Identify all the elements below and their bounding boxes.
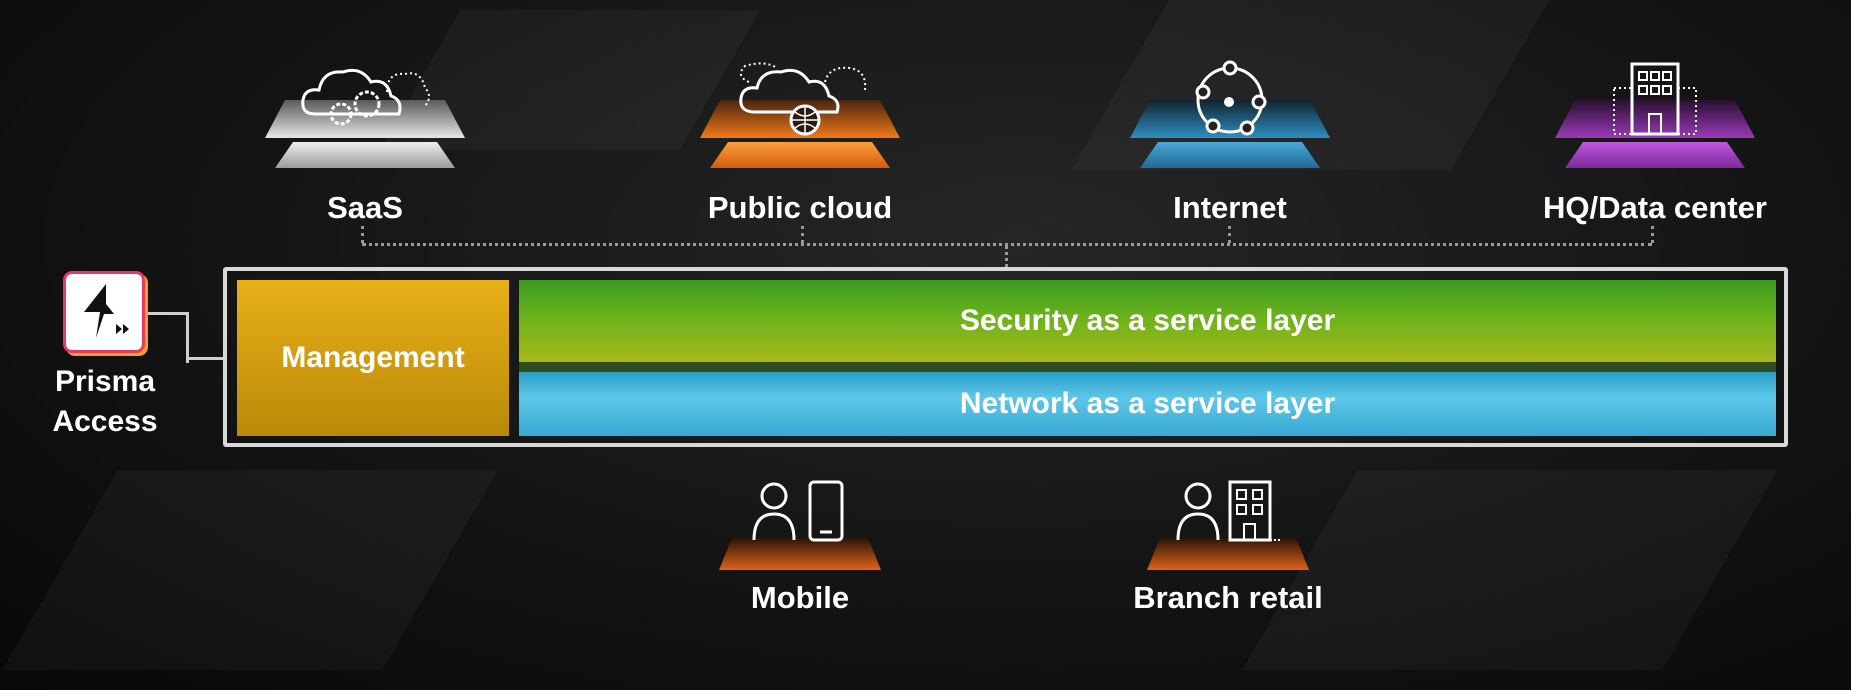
connector-stub [801, 226, 804, 243]
node-label: Public cloud [707, 190, 893, 225]
hq-plate [1565, 142, 1745, 168]
node-label: Mobile [750, 580, 850, 615]
product-name-line2: Access [52, 405, 158, 438]
node-hq-data-center: HQ/Data center [1525, 50, 1785, 226]
network-layer-label: Network as a service layer [959, 387, 1336, 420]
node-label: Branch retail [1133, 580, 1323, 615]
prisma-access-logo-icon [66, 274, 142, 350]
building-icon [1610, 58, 1700, 143]
top-connector-line [362, 243, 1652, 246]
node-label: Internet [1173, 190, 1287, 225]
globe-network-icon [1185, 56, 1275, 143]
connector-stub [361, 226, 364, 243]
layer-divider [519, 362, 1776, 372]
node-label: SaaS [327, 190, 403, 225]
node-mobile: Mobile [670, 478, 930, 616]
hq-plate-top [1555, 100, 1755, 138]
platform-frame [223, 267, 1788, 447]
node-internet: Internet [1100, 50, 1360, 226]
product-name: Prisma Access [30, 362, 180, 442]
cloud-gears-icon [295, 56, 435, 141]
mobile-plate [719, 538, 881, 570]
branch-plate [1147, 538, 1309, 570]
background-shape [2, 470, 497, 670]
internet-plate [1140, 142, 1320, 168]
public-cloud-plate [710, 142, 890, 168]
person-building-icon [1176, 480, 1280, 549]
node-branch-retail: Branch retail [1098, 478, 1358, 616]
network-layer: Network as a service layer [519, 372, 1776, 436]
node-public-cloud: Public cloud [670, 50, 930, 226]
security-layer-label: Security as a service layer [959, 304, 1336, 337]
connector-stub [1005, 246, 1008, 267]
node-label: HQ/Data center [1543, 190, 1767, 225]
person-phone-icon [750, 480, 850, 549]
cloud-globe-icon [725, 56, 875, 141]
management-label: Management [281, 341, 465, 374]
logo-connector [148, 312, 189, 363]
saas-plate-top [265, 100, 465, 138]
node-saas: SaaS [235, 50, 495, 226]
logo-connector [186, 357, 223, 360]
connector-stub [1228, 226, 1231, 243]
product-name-line1: Prisma [54, 365, 156, 398]
connector-stub [1651, 226, 1654, 243]
saas-plate [275, 142, 455, 168]
security-layer: Security as a service layer [519, 280, 1776, 362]
management-block: Management [237, 280, 509, 436]
